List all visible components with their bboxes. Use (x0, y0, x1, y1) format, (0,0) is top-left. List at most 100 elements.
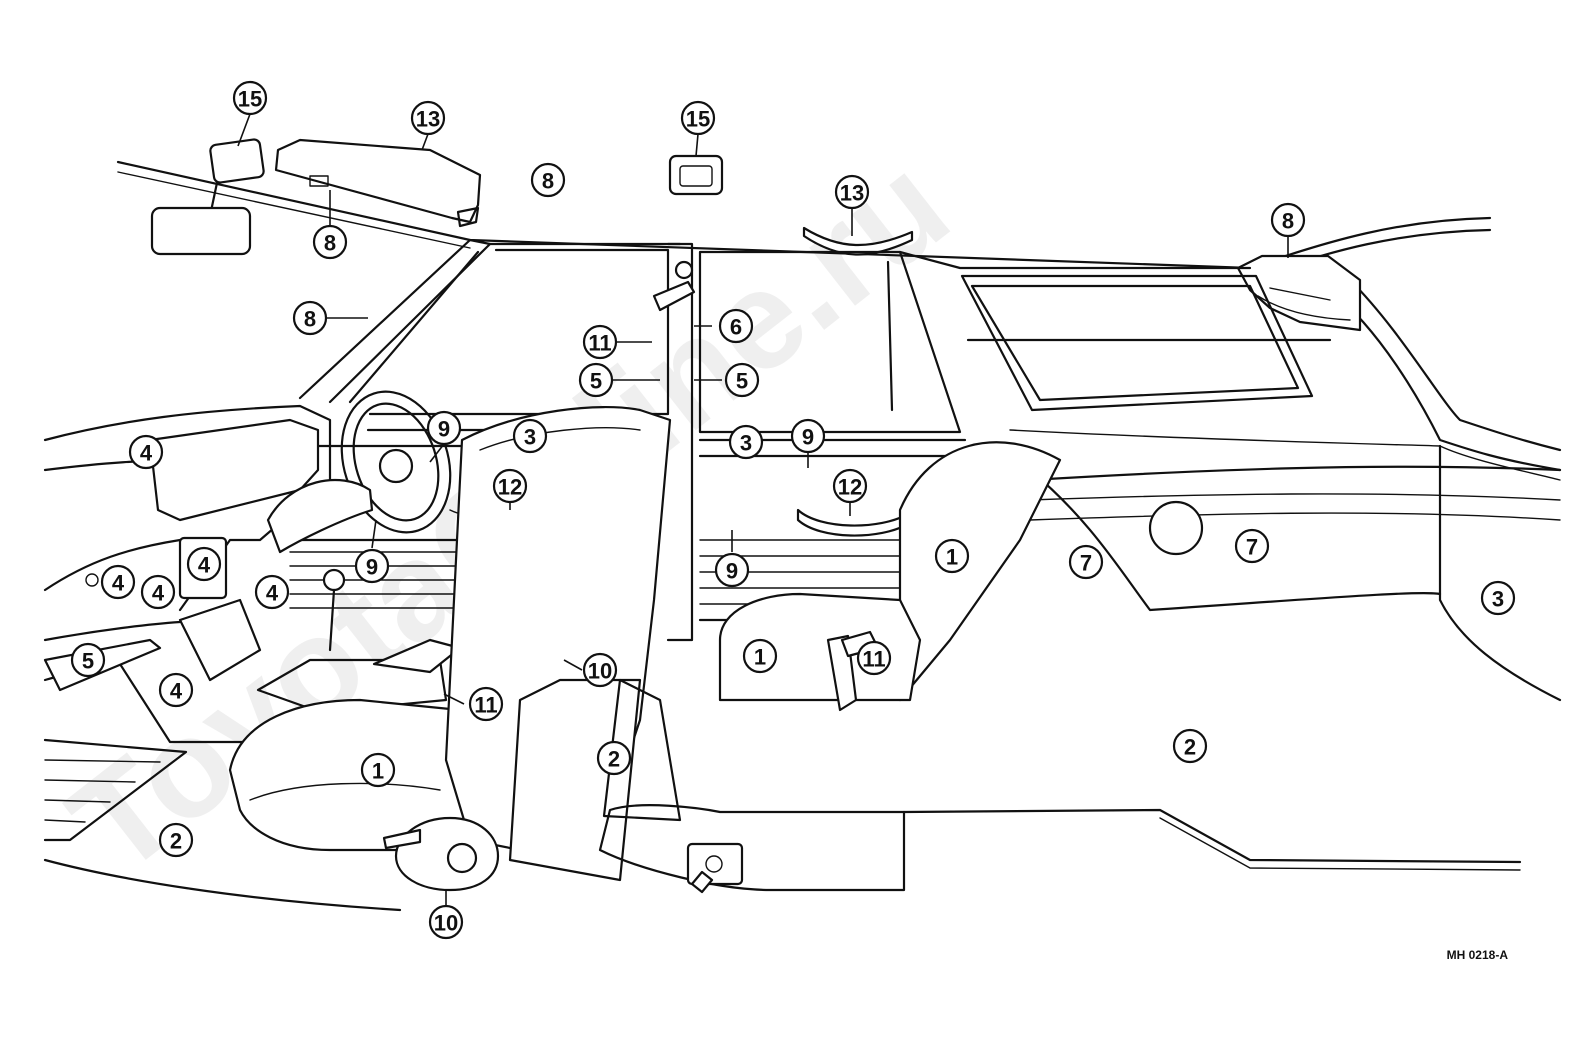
callout-number: 12 (838, 475, 862, 500)
callout-c-11-belt-upper: 11 (582, 324, 618, 360)
callout-c-4-dash-c: 4 (140, 574, 176, 610)
callout-c-11-rear: 11 (856, 640, 892, 676)
callout-number: 4 (152, 581, 165, 606)
callout-circle (140, 574, 176, 610)
callout-circle (492, 468, 528, 504)
callout-circle (232, 80, 268, 116)
callout-number: 9 (438, 417, 450, 442)
callout-number: 9 (366, 555, 378, 580)
callout-circle (312, 224, 348, 260)
callout-circle (428, 904, 464, 940)
callout-number: 4 (140, 441, 153, 466)
callout-circle (254, 574, 290, 610)
callout-number: 3 (740, 431, 752, 456)
callout-circle (468, 686, 504, 722)
callout-circle (578, 362, 614, 398)
callout-c-15-dome: 15 (680, 100, 716, 136)
callout-number: 5 (736, 369, 748, 394)
callout-circle (186, 546, 222, 582)
callout-circle (128, 434, 164, 470)
rear-seat (718, 441, 1062, 712)
drawing-code: MH 0218-A (1446, 948, 1508, 962)
callout-number: 10 (588, 659, 612, 684)
callout-circle (596, 740, 632, 776)
callout-number: 5 (82, 649, 94, 674)
callout-circle (100, 564, 136, 600)
callout-circle (292, 300, 328, 336)
callout-c-9-front-lock: 9 (354, 548, 390, 584)
callout-c-4-dash-d: 4 (254, 574, 290, 610)
callout-circle (582, 324, 618, 360)
callout-c-2-front-floor: 2 (158, 822, 194, 858)
callout-c-5-scuff: 5 (70, 642, 106, 678)
callout-c-6-pillar: 6 (718, 308, 754, 344)
callout-circle (1172, 728, 1208, 764)
callout-number: 11 (588, 331, 611, 356)
callout-c-7-right: 7 (1234, 528, 1270, 564)
callout-number: 2 (1184, 735, 1196, 760)
callout-number: 10 (434, 911, 458, 936)
callout-number: 12 (498, 475, 522, 500)
callout-number: 8 (1282, 209, 1294, 234)
callout-number: 1 (372, 759, 384, 784)
callout-circle (1270, 202, 1306, 238)
callout-number: 8 (542, 169, 554, 194)
callout-c-5-pillar-left: 5 (578, 362, 614, 398)
callout-number: 4 (198, 553, 211, 578)
callout-c-10-lower: 10 (428, 904, 464, 940)
callout-c-3-quarter: 3 (1480, 580, 1516, 616)
rear-view-mirror (150, 138, 265, 256)
callout-circle (410, 100, 446, 136)
callout-number: 9 (726, 559, 738, 584)
callout-number: 7 (1080, 551, 1092, 576)
callout-c-4-dash-a: 4 (186, 546, 222, 582)
callout-number: 11 (474, 693, 497, 718)
callout-number: 1 (754, 645, 766, 670)
callout-c-8-rear: 8 (1270, 202, 1306, 238)
callout-number: 3 (1492, 587, 1504, 612)
callout-circle (1234, 528, 1270, 564)
steering-wheel (266, 390, 452, 554)
callout-c-11-front: 11 (468, 686, 504, 722)
callout-circle (714, 552, 750, 588)
callout-circle (934, 538, 970, 574)
callout-number: 2 (608, 747, 620, 772)
callout-number: 13 (416, 107, 440, 132)
callout-number: 13 (840, 181, 864, 206)
callout-c-5-pillar-right: 5 (724, 362, 760, 398)
callout-c-8-roof: 8 (530, 162, 566, 198)
callout-number: 2 (170, 829, 182, 854)
callout-number: 4 (170, 679, 183, 704)
callout-c-13-grip: 13 (834, 174, 870, 210)
callout-c-9-rear-lock: 9 (714, 552, 750, 588)
assist-grip (802, 226, 914, 256)
callout-c-9-rear: 9 (790, 418, 826, 454)
callout-circle (742, 638, 778, 674)
callout-c-1-rear-back: 1 (934, 538, 970, 574)
callout-circle (724, 362, 760, 398)
callout-number: 8 (324, 231, 336, 256)
callout-circle (832, 468, 868, 504)
rear-roof-trim (1236, 254, 1362, 332)
callout-circle (512, 418, 548, 454)
callout-circle (158, 822, 194, 858)
quarter-panel (898, 250, 1562, 702)
callout-c-4-dash-top: 4 (128, 434, 164, 470)
callout-c-3-rear: 3 (728, 424, 764, 460)
callout-c-12-rear: 12 (832, 468, 868, 504)
callout-circle (360, 752, 396, 788)
callout-c-9-front: 9 (426, 410, 462, 446)
callout-circle (70, 642, 106, 678)
callout-circle (354, 548, 390, 584)
windshield-frame (298, 238, 682, 404)
sun-visor (274, 138, 482, 228)
callout-number: 1 (946, 545, 958, 570)
callout-circle (718, 308, 754, 344)
callout-number: 5 (590, 369, 602, 394)
callout-c-4-console: 4 (158, 672, 194, 708)
callout-c-4-dash-b: 4 (100, 564, 136, 600)
callout-circle (1068, 544, 1104, 580)
